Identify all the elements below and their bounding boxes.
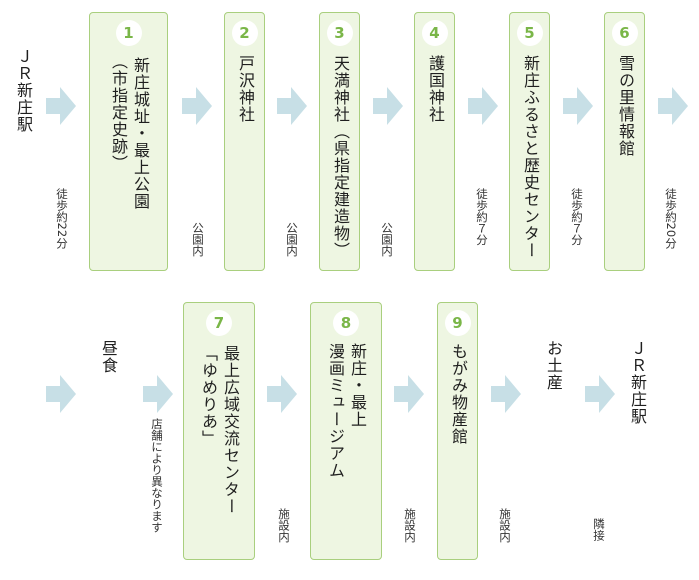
lunch-label: 昼食 <box>99 340 118 374</box>
step-2-label: 戸沢神社 <box>236 55 255 123</box>
location-note: 施設内 <box>498 508 512 543</box>
location-note: 公園内 <box>380 222 394 257</box>
walk-time-note: 徒歩約７分 <box>570 188 584 246</box>
step-number: 3 <box>326 20 353 46</box>
walk-time-note: 徒歩約20分 <box>664 188 678 249</box>
start-station: ＪＲ新庄駅 <box>14 48 33 133</box>
step-5-card: 5 新庄ふるさと歴史センター <box>509 12 550 271</box>
walk-time-note: 徒歩約22分 <box>55 188 69 249</box>
step-number: 1 <box>115 20 142 46</box>
step-4-label: 護国神社 <box>426 55 445 123</box>
step-number: 6 <box>611 20 638 46</box>
arrow-icon <box>585 375 615 413</box>
step-number: 8 <box>333 310 359 336</box>
step-number: 4 <box>421 20 448 46</box>
step-3-label: 天満神社（県指定建造物） <box>331 55 350 259</box>
arrow-icon <box>267 375 297 413</box>
step-number: 5 <box>516 20 543 46</box>
step-1-card: 1 新庄城址・最上公園 （市指定史跡） <box>89 12 168 271</box>
arrow-icon <box>277 87 307 125</box>
step-1-sublabel: （市指定史跡） <box>109 53 128 172</box>
arrow-icon <box>468 87 498 125</box>
step-4-card: 4 護国神社 <box>414 12 455 271</box>
step-7-label: 最上広域交流センター <box>221 345 240 515</box>
adjacent-note: 隣接 <box>592 518 606 541</box>
step-number: 9 <box>444 310 471 336</box>
step-3-card: 3 天満神社（県指定建造物） <box>319 12 360 271</box>
location-note: 施設内 <box>277 508 291 543</box>
location-note: 公園内 <box>191 222 205 257</box>
step-number: 2 <box>231 20 258 46</box>
arrow-icon <box>182 87 212 125</box>
arrow-icon <box>46 375 76 413</box>
step-9-card: 9 もがみ物産館 <box>437 302 478 560</box>
step-5-label: 新庄ふるさと歴史センター <box>521 55 540 259</box>
arrow-icon <box>658 87 688 125</box>
step-2-card: 2 戸沢神社 <box>224 12 265 271</box>
step-7-sublabel: 「ゆめりあ」 <box>199 345 218 447</box>
arrow-icon <box>46 87 76 125</box>
lunch-note: 店舗により異なります <box>150 418 164 533</box>
arrow-icon <box>394 375 424 413</box>
souvenir-label: お土産 <box>544 340 563 391</box>
step-8-card: 8 新庄・最上 漫画ミュージアム <box>310 302 382 560</box>
step-number: 7 <box>206 310 232 336</box>
arrow-icon <box>491 375 521 413</box>
step-1-label: 新庄城址・最上公園 <box>131 57 150 210</box>
end-station: ＪＲ新庄駅 <box>628 340 647 425</box>
walk-time-note: 徒歩約７分 <box>475 188 489 246</box>
step-9-label: もがみ物産館 <box>449 343 468 445</box>
arrow-icon <box>143 375 173 413</box>
location-note: 公園内 <box>285 222 299 257</box>
step-8-sublabel: 漫画ミュージアム <box>326 343 345 479</box>
arrow-icon <box>373 87 403 125</box>
arrow-icon <box>563 87 593 125</box>
step-7-card: 7 最上広域交流センター 「ゆめりあ」 <box>183 302 255 560</box>
location-note: 施設内 <box>403 508 417 543</box>
step-6-card: 6 雪の里情報館 <box>604 12 645 271</box>
step-8-label: 新庄・最上 <box>348 343 367 428</box>
step-6-label: 雪の里情報館 <box>616 55 635 157</box>
